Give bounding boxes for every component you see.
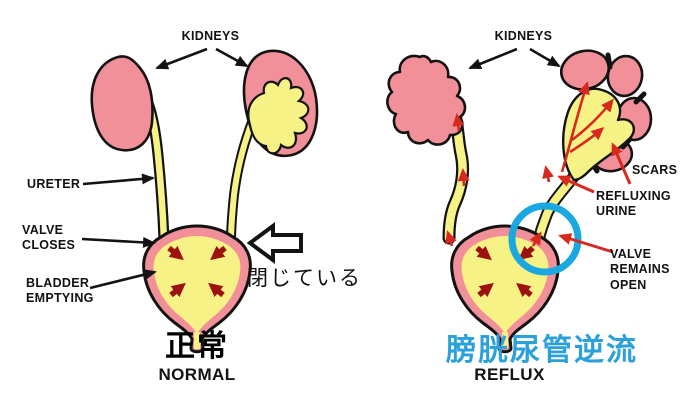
bladder-arrow-bottom-right (516, 282, 533, 298)
reflux-title-ja: 膀胱尿管逆流 (446, 333, 638, 368)
bladder-arrow-bottom-left (477, 282, 494, 298)
valve-open-arrow (558, 233, 614, 254)
emptying-arrow-bottom-right (208, 282, 225, 298)
scars-arrow (611, 142, 632, 185)
closed-hollow-arrow (246, 222, 303, 264)
reflux-title-en: REFLUX (474, 365, 545, 384)
ureter-label: URETER (27, 177, 81, 191)
ureter-reflux-arrow (542, 165, 554, 183)
bladder-arrow-top-right (518, 245, 535, 261)
kidneys-arrow-right (529, 47, 561, 68)
reflux-right-kidney (559, 49, 653, 182)
refluxing-urine-arrow (557, 175, 595, 194)
left-valve-reflux-arrow (445, 230, 457, 247)
reflux-left-kidney (386, 54, 467, 146)
valve-remains-open-label: VALVE REMAINS OPEN (610, 247, 670, 292)
normal-bladder-cavity (153, 236, 241, 334)
reflux-bladder-cavity (461, 236, 549, 334)
scar-notch (633, 91, 647, 105)
reflux-bladder (450, 224, 560, 354)
reflux-flow-branch-lower (569, 127, 605, 154)
normal-bladder (142, 224, 252, 354)
scars-label: SCARS (632, 163, 678, 177)
valve-highlight-circle (508, 202, 582, 276)
kidneys-arrow-right (215, 47, 249, 68)
bladder-emptying-label: BLADDER EMPTYING (26, 276, 94, 306)
normal-diagram (81, 47, 319, 354)
refluxing-urine-label: REFLUXING URINE (596, 189, 671, 219)
normal-title-en: NORMAL (158, 365, 236, 384)
scar-notch (605, 52, 613, 70)
ureter-reflux-arrow (457, 168, 470, 187)
emptying-arrow-top-left (167, 245, 184, 261)
reflux-kidneys-label: KIDNEYS (494, 29, 553, 43)
reflux-urethra-channel (502, 332, 508, 349)
ureter-reflux-arrow (452, 113, 465, 132)
kidneys-arrow-left (468, 47, 518, 70)
valve-closes-label: VALVE CLOSES (22, 223, 76, 253)
kidneys-arrow-left (155, 47, 208, 70)
valve-closes-arrow (81, 236, 156, 248)
kidney-lobe (606, 54, 644, 98)
normal-urethra-channel (194, 332, 200, 349)
closed-note-ja: 閉じている (247, 266, 362, 290)
bladder-arrow-top-left (475, 245, 492, 261)
bladder-emptying-arrow (89, 269, 157, 290)
reflux-diagram (386, 47, 653, 354)
normal-right-ureter (228, 119, 255, 244)
reflux-flow-branch-upper (571, 98, 614, 142)
right-valve-reflux-arrow (529, 231, 542, 247)
reflux-flow-stem (560, 81, 590, 173)
emptying-arrow-bottom-left (169, 282, 186, 298)
normal-title-ja: 正常 (165, 329, 229, 364)
ureter-arrow (82, 173, 155, 186)
normal-renal-pelvis (247, 77, 310, 155)
normal-left-kidney (90, 55, 154, 152)
normal-kidneys-label: KIDNEYS (181, 29, 240, 43)
emptying-arrow-top-right (210, 245, 227, 261)
